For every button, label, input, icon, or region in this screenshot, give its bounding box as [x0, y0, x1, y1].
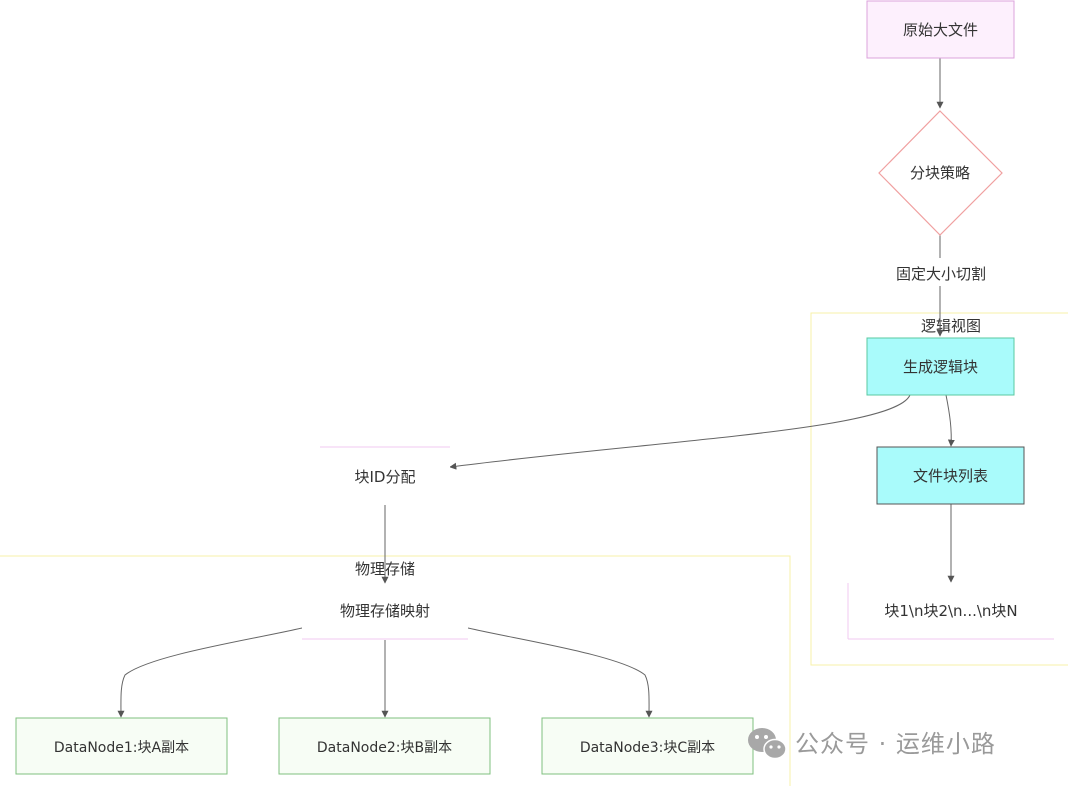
edge-mapping-to-dn3 [467, 627, 653, 718]
node-datanode3[interactable]: DataNode3:块C副本 [541, 717, 754, 775]
node-block-id-allocation[interactable]: 块ID分配 [320, 446, 450, 505]
edge-generate-to-file-list [945, 394, 955, 447]
node-block-sequence[interactable]: 块1\n块2\n...\n块N [847, 583, 1054, 640]
node-datanode2[interactable]: DataNode2:块B副本 [278, 717, 491, 775]
edge-label-text: 固定大小切割 [896, 265, 986, 283]
cluster-logical-title: 逻辑视图 [921, 317, 981, 335]
edges [117, 58, 955, 718]
edge-mapping-to-dn1 [117, 627, 303, 718]
node-block-sequence-label: 块1\n块2\n...\n块N [884, 602, 1017, 620]
node-file-block-list-label: 文件块列表 [913, 467, 988, 485]
node-physical-mapping[interactable]: 物理存储映射 [302, 584, 468, 640]
watermark-text: 公众号 · 运维小路 [795, 730, 996, 758]
node-original-file[interactable]: 原始大文件 [866, 0, 1015, 59]
node-generate-logical-blocks-label: 生成逻辑块 [903, 358, 978, 376]
edge-generate-to-block-id [449, 394, 911, 470]
node-datanode3-label: DataNode3:块C副本 [580, 740, 715, 756]
node-datanode1[interactable]: DataNode1:块A副本 [15, 717, 228, 775]
node-original-file-label: 原始大文件 [903, 21, 978, 39]
cluster-logical-view: 逻辑视图 [810, 312, 1068, 666]
node-physical-mapping-label: 物理存储映射 [340, 602, 430, 620]
wechat-icon [748, 728, 787, 760]
node-file-block-list[interactable]: 文件块列表 [876, 446, 1025, 505]
node-datanode1-label: DataNode1:块A副本 [54, 740, 189, 756]
watermark: 公众号 · 运维小路 [748, 728, 996, 760]
node-generate-logical-blocks[interactable]: 生成逻辑块 [866, 337, 1015, 396]
node-split-strategy-label: 分块策略 [910, 164, 970, 182]
node-datanode2-label: DataNode2:块B副本 [317, 740, 452, 756]
edge-label-fixed-size-split: 固定大小切割 [886, 260, 996, 286]
node-block-id-allocation-label: 块ID分配 [355, 468, 416, 486]
node-split-strategy[interactable]: 分块策略 [878, 110, 1003, 236]
